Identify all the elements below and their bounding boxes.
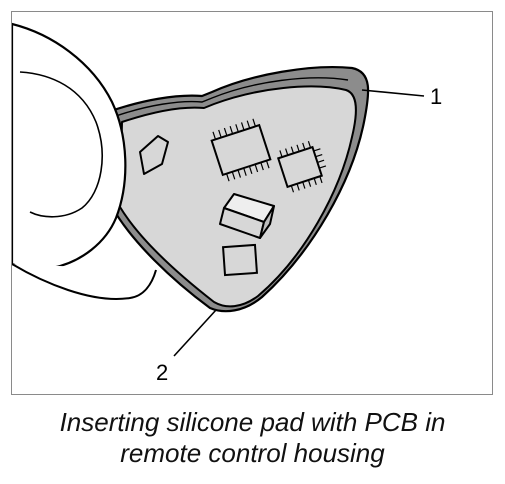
figure-frame: 1 2	[11, 11, 493, 395]
callout-line-1	[361, 89, 425, 97]
square-component	[221, 243, 259, 277]
block-component	[219, 193, 275, 239]
caption-line-2: remote control housing	[120, 438, 385, 468]
ic-chip-large	[210, 118, 272, 182]
ic-chip-small	[276, 140, 327, 193]
housing-inner-curve	[19, 71, 103, 218]
callout-label-1: 1	[430, 84, 442, 109]
assembly-illustration: 1 2	[12, 22, 442, 385]
callout-line-2	[173, 309, 217, 357]
figure-caption: Inserting silicone pad with PCB in remot…	[0, 407, 505, 469]
housing-hand	[12, 22, 127, 270]
callout-label-2: 2	[156, 360, 168, 385]
pad-inner-edge	[115, 77, 349, 117]
caption-line-1: Inserting silicone pad with PCB in	[59, 407, 446, 437]
connector-pad	[139, 135, 169, 175]
housing-lower-curve	[12, 263, 157, 300]
